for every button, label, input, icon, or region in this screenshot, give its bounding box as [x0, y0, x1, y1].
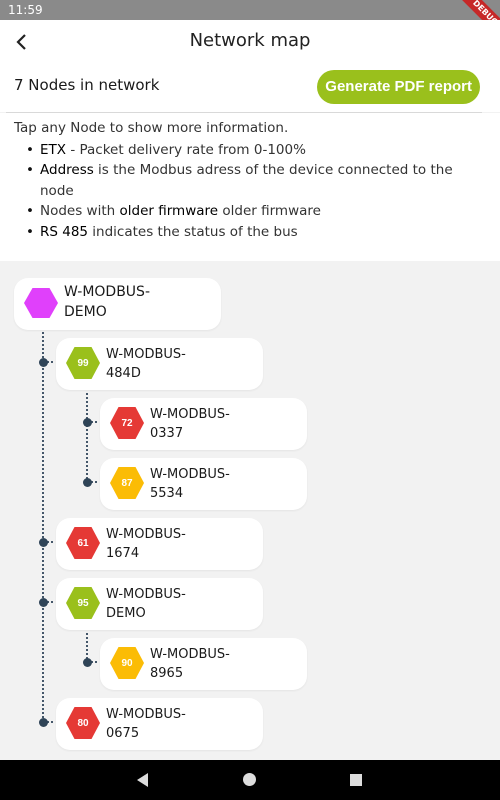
status-time: 11:59	[8, 3, 43, 17]
node-name: W-MODBUS-8965	[150, 647, 230, 681]
back-button[interactable]	[8, 26, 36, 58]
tree-connector	[86, 388, 88, 483]
node-name: W-MODBUS-DEMO	[64, 284, 150, 320]
tree-connector	[47, 721, 53, 723]
hexagon-node-icon: 61	[66, 527, 100, 559]
tree-dot	[39, 598, 48, 607]
nav-back-icon[interactable]	[137, 773, 148, 787]
nodes-count: 7 Nodes in network	[14, 76, 160, 94]
node-name: W-MODBUS-0337	[150, 407, 230, 441]
node-card[interactable]: 99 W-MODBUS-484D	[56, 338, 263, 390]
node-name: W-MODBUS-1674	[106, 527, 186, 561]
status-bar: 11:59	[0, 0, 500, 20]
tree-dot	[83, 418, 92, 427]
node-card[interactable]: 72 W-MODBUS-0337	[100, 398, 307, 450]
summary-row: 7 Nodes in network Generate PDF report	[0, 64, 500, 112]
node-card[interactable]: 95 W-MODBUS-DEMO	[56, 578, 263, 630]
info-item-etx: ETX - Packet delivery rate from 0-100%	[14, 140, 486, 161]
tree-dot	[39, 358, 48, 367]
nav-recents-icon[interactable]	[350, 774, 362, 786]
tree-connector	[47, 361, 53, 363]
hexagon-node-icon: 72	[110, 407, 144, 439]
tree-connector	[47, 601, 53, 603]
info-item-firmware: Nodes with older firmware older firmware	[14, 201, 486, 222]
back-arrow-icon	[16, 34, 26, 50]
hexagon-node-icon: 99	[66, 347, 100, 379]
tree-connector	[47, 541, 53, 543]
node-card[interactable]: 61 W-MODBUS-1674	[56, 518, 263, 570]
node-name: W-MODBUS-DEMO	[106, 587, 186, 621]
info-list: ETX - Packet delivery rate from 0-100% A…	[14, 140, 486, 243]
hexagon-node-icon: 90	[110, 647, 144, 679]
system-nav-bar	[0, 760, 500, 800]
network-tree: W-MODBUS-DEMO 99 W-MODBUS-484D 72 W-MODB…	[0, 261, 500, 760]
tree-connector	[42, 328, 44, 722]
info-item-address: Address is the Modbus adress of the devi…	[14, 160, 486, 201]
info-item-rs485: RS 485 indicates the status of the bus	[14, 222, 486, 243]
info-intro: Tap any Node to show more information.	[14, 120, 289, 136]
tree-connector	[86, 628, 88, 663]
tree-connector	[91, 481, 97, 483]
tree-connector	[91, 661, 97, 663]
page-title: Network map	[189, 30, 311, 51]
tree-connector	[91, 421, 97, 423]
generate-pdf-button[interactable]: Generate PDF report	[317, 70, 480, 104]
hexagon-node-icon: 87	[110, 467, 144, 499]
tree-dot	[83, 478, 92, 487]
info-panel: Tap any Node to show more information. E…	[0, 113, 500, 261]
node-card[interactable]: W-MODBUS-DEMO	[14, 278, 221, 330]
tree-dot	[39, 538, 48, 547]
node-name: W-MODBUS-484D	[106, 347, 186, 381]
hexagon-node-icon: 80	[66, 707, 100, 739]
tree-dot	[39, 718, 48, 727]
hexagon-node-icon	[24, 288, 58, 318]
node-card[interactable]: 90 W-MODBUS-8965	[100, 638, 307, 690]
nav-home-icon[interactable]	[243, 773, 256, 786]
app-bar: Network map	[0, 20, 500, 64]
node-name: W-MODBUS-0675	[106, 707, 186, 741]
node-card[interactable]: 80 W-MODBUS-0675	[56, 698, 263, 750]
node-name: W-MODBUS-5534	[150, 467, 230, 501]
divider	[6, 112, 482, 113]
tree-dot	[83, 658, 92, 667]
hexagon-node-icon: 95	[66, 587, 100, 619]
node-card[interactable]: 87 W-MODBUS-5534	[100, 458, 307, 510]
